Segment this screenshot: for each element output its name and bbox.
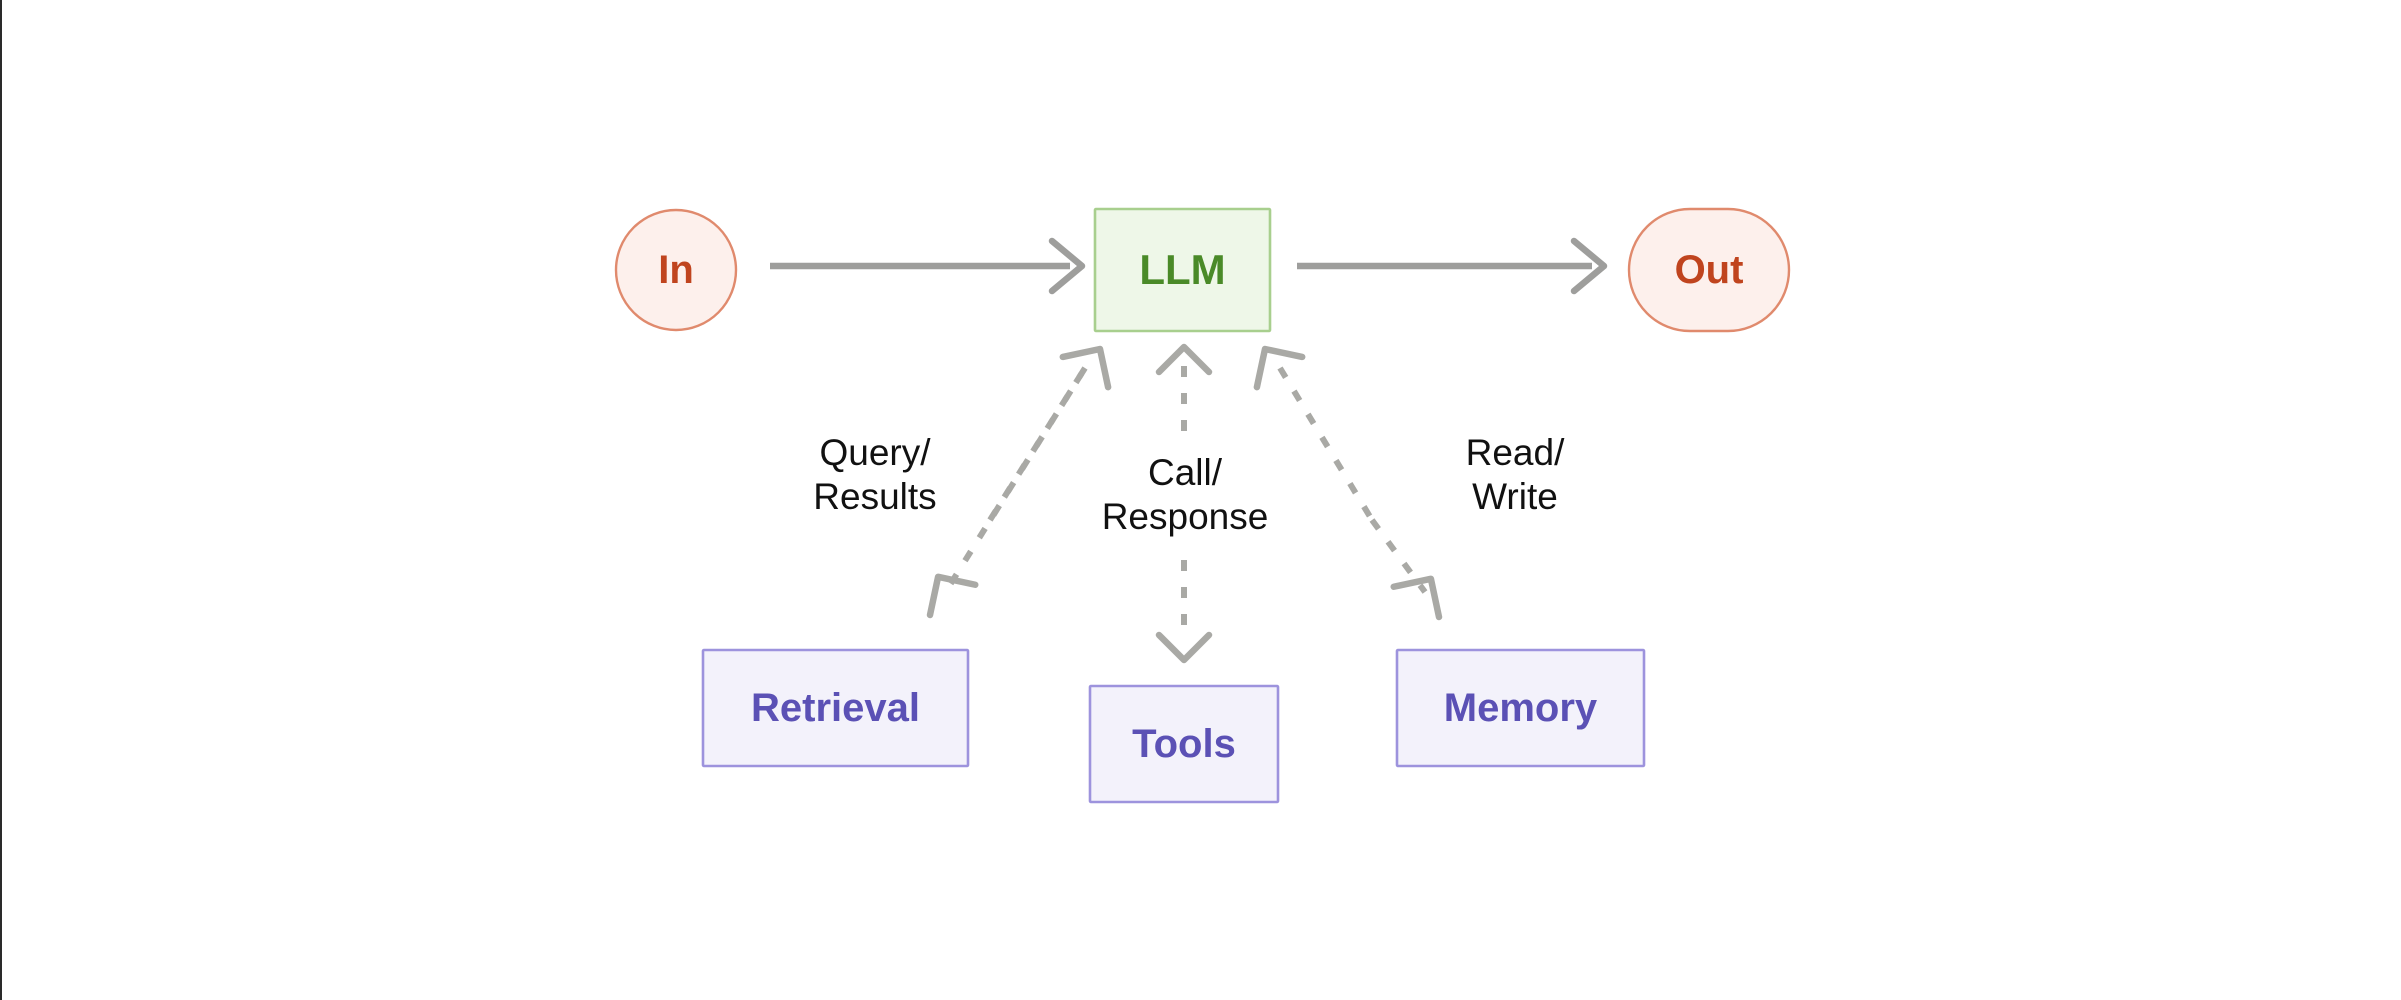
edge-llm-retrieval [926, 345, 1112, 619]
left-edge-rule [0, 0, 2, 1000]
edge-in-to-llm [770, 237, 1086, 295]
edge-llm-memory [1253, 345, 1443, 621]
node-shape-llm [1093, 207, 1272, 333]
node-in[interactable] [615, 209, 737, 331]
node-llm[interactable] [1095, 209, 1270, 331]
node-shape-out [1627, 207, 1791, 333]
edge-llm-tools [1155, 343, 1213, 664]
node-out[interactable] [1629, 209, 1789, 331]
node-retrieval[interactable] [703, 650, 968, 766]
node-shape-in [614, 208, 738, 332]
node-shape-memory [1395, 648, 1646, 768]
node-shape-tools [1088, 684, 1280, 804]
node-tools[interactable] [1090, 686, 1278, 802]
edge-llm-to-out [1297, 237, 1608, 295]
node-memory[interactable] [1397, 650, 1644, 766]
node-shape-retrieval [701, 648, 970, 768]
